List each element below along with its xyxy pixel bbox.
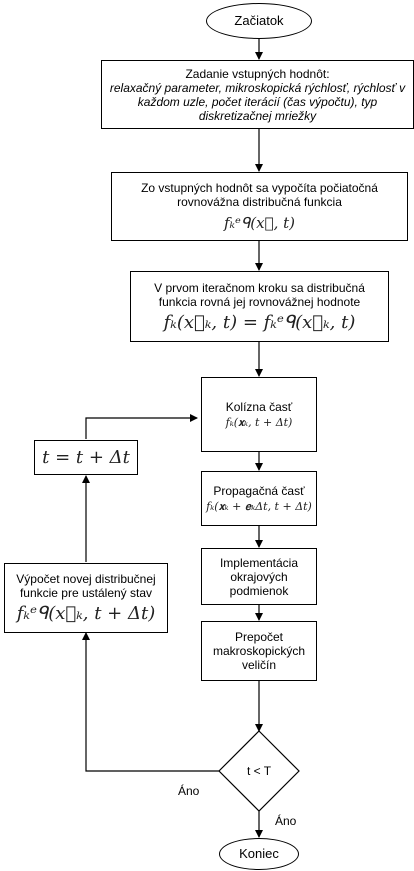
input-title: Zadanie vstupných hodnôt: — [185, 66, 330, 81]
start-node: Začiatok — [206, 3, 312, 39]
first-step-text: V prvom iteračnom kroku sa distribučná f… — [154, 280, 365, 309]
propagation-box: Propagačná časť fₖ(𝐱ₖ + 𝐞ₖΔt, t + Δt) — [201, 471, 317, 526]
time-update-formula: t = t + Δt — [42, 446, 130, 468]
yes-left-label: Áno — [178, 784, 200, 798]
macro-box: Prepočet makroskopických veličín — [201, 621, 317, 681]
propagation-formula: fₖ(𝐱ₖ + 𝐞ₖΔt, t + Δt) — [206, 499, 312, 513]
collision-box: Kolízna časť fₖ(𝐱ₖ, t + Δt) — [201, 377, 317, 452]
decision-diamond — [218, 730, 300, 812]
boundary-box: Implementácia okrajových podmienok — [201, 548, 317, 605]
arrow-decision-to-recompute — [82, 632, 219, 772]
macro-text: Prepočet makroskopických veličín — [212, 630, 306, 672]
first-step-formula: fₖ(x⃗ₖ, t) = fₖᵉᑫ(x⃗ₖ, t) — [163, 311, 356, 333]
equilibrium-box: Zo vstupných hodnôt sa vypočíta počiatoč… — [111, 172, 408, 241]
start-label: Začiatok — [234, 13, 284, 28]
equilibrium-formula: fₖᵉᑫ(x⃗, t) — [224, 213, 295, 232]
decision-label: t < T — [246, 764, 272, 778]
input-details: relaxačný parameter, mikroskopická rýchl… — [109, 80, 406, 123]
first-step-box: V prvom iteračnom kroku sa distribučná f… — [130, 271, 389, 342]
input-box: Zadanie vstupných hodnôt: relaxačný para… — [101, 60, 414, 129]
recompute-text: Výpočet novej distribučnej funkcie pre u… — [16, 572, 156, 600]
arrow-time-to-collision — [85, 414, 198, 439]
end-label: Koniec — [239, 846, 279, 861]
yes-down-label: Áno — [275, 814, 297, 828]
recompute-formula: fₖᵉᑫ(x⃗ₖ, t + Δt) — [16, 603, 156, 624]
propagation-text: Propagačná časť — [213, 483, 305, 498]
recompute-box: Výpočet novej distribučnej funkcie pre u… — [4, 563, 168, 633]
collision-text: Kolízna časť — [225, 399, 293, 414]
end-node: Koniec — [219, 838, 299, 870]
time-update-box: t = t + Δt — [34, 440, 138, 475]
collision-formula: fₖ(𝐱ₖ, t + Δt) — [225, 415, 293, 429]
equilibrium-text: Zo vstupných hodnôt sa vypočíta počiatoč… — [141, 180, 378, 209]
boundary-text: Implementácia okrajových podmienok — [219, 555, 299, 598]
